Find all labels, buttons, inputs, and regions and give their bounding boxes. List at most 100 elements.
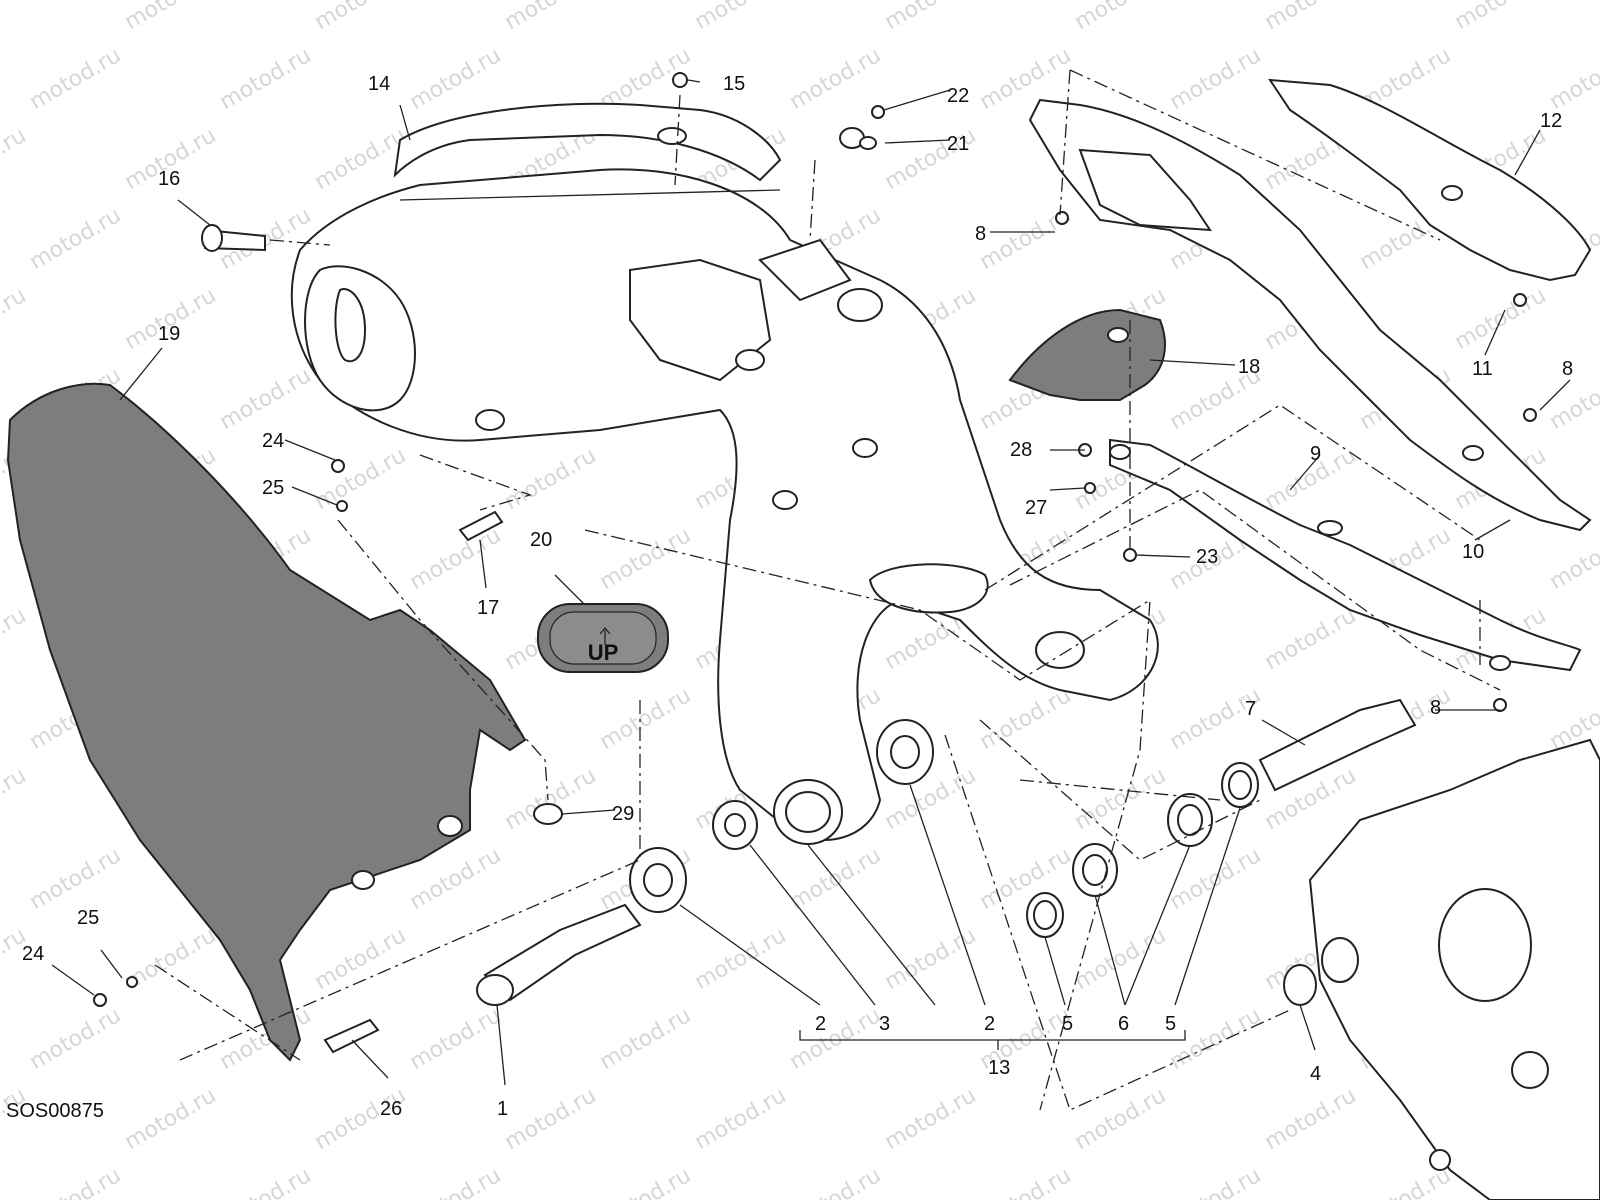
watermark-text: motod.ru [1071, 0, 1171, 35]
callout-5-right: 5 [1165, 1013, 1176, 1035]
watermark-text: motod.ru [1261, 1083, 1361, 1155]
watermark-text: motod.ru [0, 283, 30, 355]
watermark-text: motod.ru [121, 1083, 221, 1155]
callout-3: 3 [879, 1013, 890, 1035]
watermark-text: motod.ru [0, 0, 30, 35]
watermark-text: motod.ru [406, 1163, 506, 1200]
chain-guard [1109, 438, 1582, 672]
pivot-parts [93, 72, 1537, 1054]
callout-11: 11 [1472, 358, 1493, 380]
side-cover [1268, 78, 1592, 282]
callout-25-bottom: 25 [77, 907, 99, 929]
watermark-text: motod.ru [1166, 843, 1266, 915]
watermark-text: motod.ru [1546, 523, 1600, 595]
watermark-text: motod.ru [1166, 1003, 1266, 1075]
watermark-text: motod.ru [881, 1083, 981, 1155]
watermark-text: motod.ru [216, 1163, 316, 1200]
callout-6: 6 [1118, 1013, 1129, 1035]
callout-19: 19 [158, 323, 180, 345]
callout-1: 1 [497, 1098, 508, 1120]
watermark-text: motod.ru [1071, 1083, 1171, 1155]
callout-10: 10 [1462, 541, 1484, 563]
callout-15: 15 [723, 73, 745, 95]
watermark-text: motod.ru [691, 0, 791, 35]
watermark-text: motod.ru [216, 363, 316, 435]
callout-7: 7 [1245, 698, 1256, 720]
callout-27: 27 [1025, 497, 1047, 519]
watermark-text: motod.ru [691, 1083, 791, 1155]
callout-14: 14 [368, 73, 390, 95]
leader-lines [51, 69, 1571, 1111]
upper-cover [393, 102, 782, 182]
callout-2-right: 2 [984, 1013, 995, 1035]
watermark-text: motod.ru [1261, 603, 1361, 675]
watermark-text: motod.ru [1451, 0, 1551, 35]
callout-23: 23 [1196, 546, 1218, 568]
callout-24-top: 24 [262, 430, 284, 452]
callout-4: 4 [1310, 1063, 1321, 1085]
watermark-text: motod.ru [311, 123, 411, 195]
watermark-text: motod.ru [596, 523, 696, 595]
watermark-text: motod.ru [1071, 923, 1171, 995]
watermark-text: motod.ru [596, 1163, 696, 1200]
callout-16: 16 [158, 168, 180, 190]
watermark-text: motod.ru [26, 43, 126, 115]
callout-21: 21 [947, 133, 969, 155]
watermark-text: motod.ru [1071, 763, 1171, 835]
watermark-text: motod.ru [26, 843, 126, 915]
watermark-text: motod.ru [596, 683, 696, 755]
watermark-text: motod.ru [26, 1163, 126, 1200]
swingarm [290, 168, 1159, 845]
up-marking: UP [588, 640, 619, 665]
callouts: 14 15 16 19 22 21 8 12 11 8 18 9 10 28 2… [22, 73, 1573, 1120]
watermark-text: motod.ru [786, 1163, 886, 1200]
diagram-code: SOS00875 [6, 1100, 104, 1122]
callout-13: 13 [988, 1057, 1010, 1079]
callout-8-right: 8 [1562, 358, 1573, 380]
callout-28: 28 [1010, 439, 1032, 461]
up-grommet: UP [537, 603, 669, 673]
watermark-text: motod.ru [1166, 1163, 1266, 1200]
callout-22: 22 [947, 85, 969, 107]
callout-29: 29 [612, 803, 634, 825]
callout-12: 12 [1540, 110, 1562, 132]
watermark-text: motod.ru [501, 443, 601, 515]
watermark-text: motod.ru [0, 603, 30, 675]
callout-18: 18 [1238, 356, 1260, 378]
watermark-text: motod.ru [691, 923, 791, 995]
watermark-text: motod.ru [881, 0, 981, 35]
watermark-text: motod.ru [0, 763, 30, 835]
engine-case [1308, 738, 1600, 1200]
watermark-text: motod.ru [406, 523, 506, 595]
watermark-text: motod.ru [1166, 43, 1266, 115]
watermark-text: motod.ru [596, 1003, 696, 1075]
callout-26: 26 [380, 1098, 402, 1120]
callout-17: 17 [477, 597, 499, 619]
watermark-text: motod.ru [121, 0, 221, 35]
watermark-text: motod.ru [311, 0, 411, 35]
heat-shield [1008, 308, 1166, 401]
watermark-text: motod.ru [311, 923, 411, 995]
watermark-text: motod.ru [311, 443, 411, 515]
callout-25-top: 25 [262, 477, 284, 499]
watermark-text: motod.ru [26, 1003, 126, 1075]
watermark-text: motod.ru [1261, 0, 1361, 35]
watermark-text: motod.ru [406, 43, 506, 115]
rear-mudguard [6, 382, 527, 1062]
callout-24-bottom: 24 [22, 943, 44, 965]
watermark-text: motod.ru [0, 123, 30, 195]
callout-8-bottom: 8 [1430, 697, 1441, 719]
watermark-text: motod.ru [501, 0, 601, 35]
callout-9: 9 [1310, 443, 1321, 465]
watermark-text: motod.ru [216, 43, 316, 115]
callout-8-top: 8 [975, 223, 986, 245]
watermark-text: motod.ru [1546, 43, 1600, 115]
watermark-text: motod.ru [976, 683, 1076, 755]
callout-20: 20 [530, 529, 552, 551]
watermark-text: motod.ru [881, 923, 981, 995]
callout-5-left: 5 [1062, 1013, 1073, 1035]
watermark-text: motod.ru [786, 43, 886, 115]
watermark-text: motod.ru [976, 1163, 1076, 1200]
watermark-text: motod.ru [406, 1003, 506, 1075]
